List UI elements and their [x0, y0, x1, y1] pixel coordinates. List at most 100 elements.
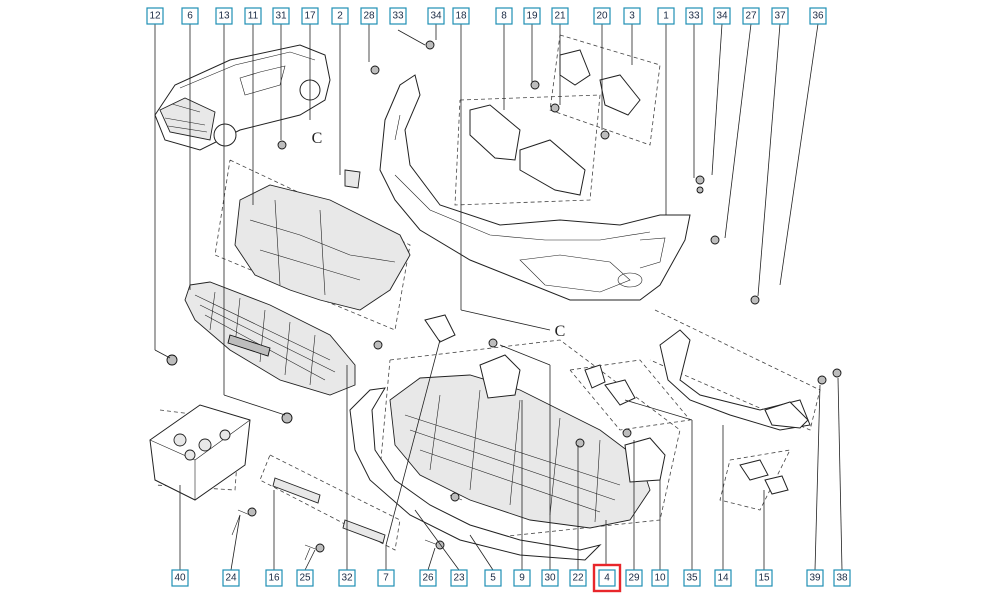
bottom-callouts: 40 24 16 25 32 7 26 23 5 9 30 22 4 29 10… — [171, 563, 851, 593]
reinforcement-strips — [231, 40, 720, 561]
svg-text:2: 2 — [337, 11, 343, 22]
svg-text:10: 10 — [654, 573, 666, 584]
svg-text:22: 22 — [572, 573, 584, 584]
callout-38[interactable]: 38 — [833, 569, 851, 587]
svg-text:4: 4 — [604, 573, 610, 584]
svg-text:37: 37 — [774, 11, 786, 22]
svg-text:6: 6 — [187, 11, 193, 22]
svg-text:29: 29 — [628, 573, 640, 584]
svg-text:11: 11 — [248, 11, 259, 22]
svg-text:24: 24 — [225, 573, 237, 584]
callout-19[interactable]: 19 — [523, 7, 541, 25]
section-mark-c-left: C — [312, 130, 323, 147]
callout-29[interactable]: 29 — [625, 569, 643, 587]
svg-text:20: 20 — [596, 11, 608, 22]
callout-28[interactable]: 28 — [360, 7, 378, 25]
svg-text:12: 12 — [149, 11, 161, 22]
fastener-kit — [149, 404, 251, 501]
callout-9[interactable]: 9 — [513, 569, 531, 587]
svg-text:17: 17 — [304, 11, 316, 22]
callout-32[interactable]: 32 — [338, 569, 356, 587]
svg-text:38: 38 — [836, 573, 848, 584]
bumper-brackets — [469, 49, 641, 196]
callout-7[interactable]: 7 — [377, 569, 395, 587]
support-frame — [234, 140, 411, 350]
callout-14[interactable]: 14 — [714, 569, 732, 587]
callout-10[interactable]: 10 — [651, 569, 669, 587]
svg-text:23: 23 — [453, 573, 465, 584]
svg-text:33: 33 — [392, 11, 404, 22]
svg-text:16: 16 — [268, 573, 280, 584]
callout-24[interactable]: 24 — [222, 569, 240, 587]
svg-text:8: 8 — [501, 11, 507, 22]
callout-15[interactable]: 15 — [755, 569, 773, 587]
callout-26[interactable]: 26 — [419, 569, 437, 587]
callout-34[interactable]: 34 — [427, 7, 445, 25]
svg-text:31: 31 — [275, 11, 287, 22]
svg-text:36: 36 — [812, 11, 824, 22]
callout-30[interactable]: 30 — [541, 569, 559, 587]
callout-39[interactable]: 39 — [806, 569, 824, 587]
svg-text:39: 39 — [809, 573, 821, 584]
svg-text:26: 26 — [422, 573, 434, 584]
svg-text:35: 35 — [686, 573, 698, 584]
svg-text:18: 18 — [455, 11, 467, 22]
leader-lines-bottom — [179, 339, 843, 571]
svg-text:5: 5 — [490, 573, 496, 584]
side-deflectors — [479, 338, 666, 483]
callout-4-highlighted[interactable]: 4 — [592, 563, 622, 593]
callout-23[interactable]: 23 — [450, 569, 468, 587]
svg-text:7: 7 — [383, 573, 389, 584]
svg-text:34: 34 — [716, 11, 728, 22]
callout-40[interactable]: 40 — [171, 569, 189, 587]
callout-31[interactable]: 31 — [272, 7, 290, 25]
svg-text:25: 25 — [299, 573, 311, 584]
callout-6[interactable]: 6 — [181, 7, 199, 25]
callout-1[interactable]: 1 — [657, 7, 675, 25]
svg-text:19: 19 — [526, 11, 538, 22]
callout-3[interactable]: 3 — [623, 7, 641, 25]
radiator-grille — [166, 281, 456, 424]
svg-text:13: 13 — [218, 11, 230, 22]
callout-20[interactable]: 20 — [593, 7, 611, 25]
svg-text:27: 27 — [745, 11, 757, 22]
trim-strip — [584, 295, 842, 495]
callout-12[interactable]: 12 — [146, 7, 164, 25]
callout-36[interactable]: 36 — [809, 7, 827, 25]
car-illustration — [154, 44, 331, 151]
svg-text:9: 9 — [519, 573, 525, 584]
svg-text:3: 3 — [629, 11, 635, 22]
callout-16[interactable]: 16 — [265, 569, 283, 587]
svg-text:33: 33 — [688, 11, 700, 22]
section-mark-c-center: C — [555, 323, 566, 340]
top-callouts: 12 6 13 11 31 17 2 28 33 34 18 8 19 21 2… — [146, 7, 827, 25]
bumper-cover — [379, 74, 691, 301]
svg-text:32: 32 — [341, 573, 353, 584]
callout-13[interactable]: 13 — [215, 7, 233, 25]
callout-33b[interactable]: 33 — [685, 7, 703, 25]
svg-text:30: 30 — [544, 573, 556, 584]
callout-37[interactable]: 37 — [771, 7, 789, 25]
callout-33[interactable]: 33 — [389, 7, 407, 25]
callout-35[interactable]: 35 — [683, 569, 701, 587]
callout-27[interactable]: 27 — [742, 7, 760, 25]
callout-21[interactable]: 21 — [551, 7, 569, 25]
svg-text:34: 34 — [430, 11, 442, 22]
callout-22[interactable]: 22 — [569, 569, 587, 587]
svg-text:21: 21 — [554, 11, 566, 22]
svg-text:1: 1 — [663, 11, 669, 22]
callout-18[interactable]: 18 — [452, 7, 470, 25]
svg-text:14: 14 — [717, 573, 729, 584]
callout-5[interactable]: 5 — [484, 569, 502, 587]
callout-11[interactable]: 11 — [244, 7, 262, 25]
leader-lines — [154, 23, 819, 416]
callout-2[interactable]: 2 — [331, 7, 349, 25]
callout-17[interactable]: 17 — [301, 7, 319, 25]
callout-34b[interactable]: 34 — [713, 7, 731, 25]
svg-text:15: 15 — [758, 573, 770, 584]
svg-text:28: 28 — [363, 11, 375, 22]
callout-8[interactable]: 8 — [495, 7, 513, 25]
svg-text:40: 40 — [174, 573, 186, 584]
callout-25[interactable]: 25 — [296, 569, 314, 587]
